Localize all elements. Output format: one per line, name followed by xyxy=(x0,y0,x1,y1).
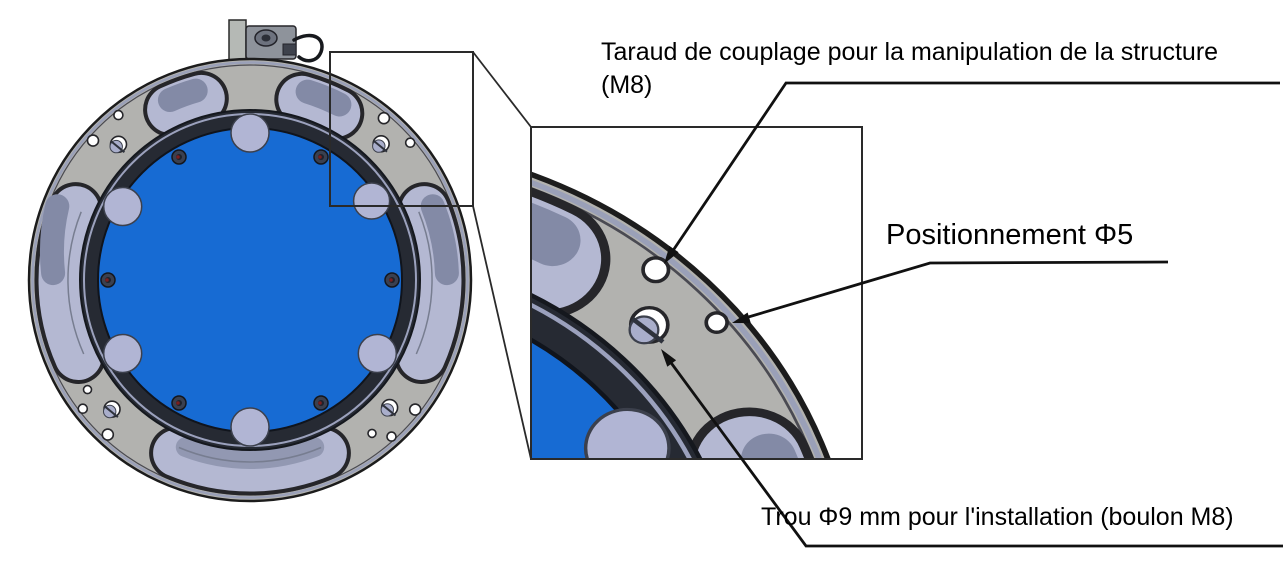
detail-view xyxy=(530,126,863,460)
annotation-positioning: Positionnement Φ5 xyxy=(886,219,1134,251)
detail-source-rect xyxy=(329,51,474,207)
detail-connector-bottom xyxy=(472,205,532,460)
arrowhead-coupling-tap xyxy=(664,246,679,264)
annotation-install-hole: Trou Φ9 mm pour l'installation (boulon M… xyxy=(761,503,1234,531)
arrowhead-positioning xyxy=(732,312,751,324)
arrowhead-install-hole xyxy=(661,349,677,367)
leader-coupling-tap xyxy=(664,81,1280,264)
annotation-coupling-tap: Taraud de couplage pour la manipulation … xyxy=(601,36,1287,102)
leader-positioning xyxy=(732,260,1169,324)
leader-install-hole xyxy=(661,349,1283,548)
detail-view-border xyxy=(530,126,863,460)
main-flange-view xyxy=(29,20,471,501)
detail-connector-top xyxy=(472,51,532,128)
annotation-coupling-tap-line1: Taraud de couplage pour la manipulation … xyxy=(601,38,1219,66)
annotation-leaders xyxy=(661,81,1283,548)
annotation-coupling-tap-line2: (M8) xyxy=(601,71,653,99)
